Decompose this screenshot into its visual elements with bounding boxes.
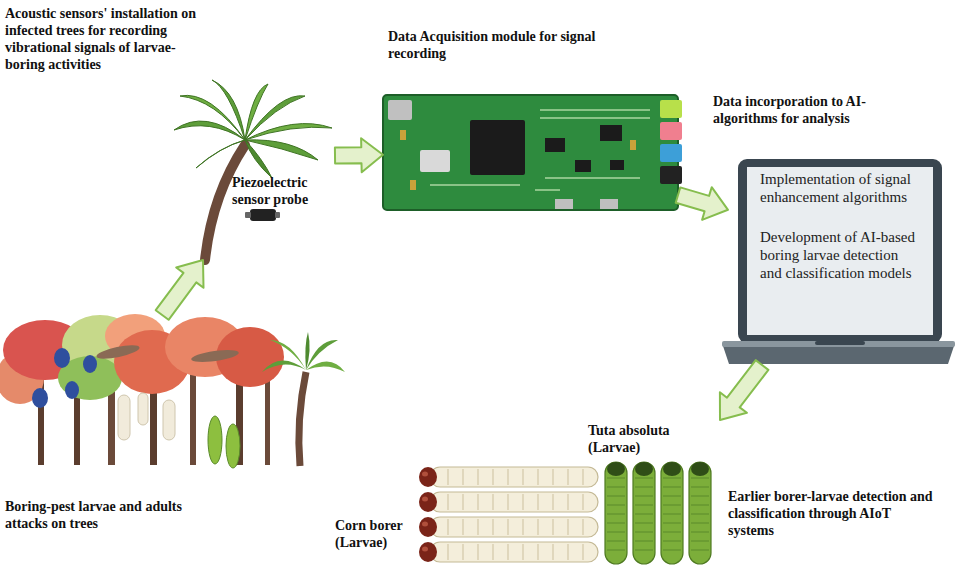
forest-illustration-part [262,360,306,372]
forest-illustration-part [190,365,196,465]
palm-tree-illustration-part [245,140,272,178]
larvae-illustration-part [419,542,598,562]
forest-illustration-part [163,400,175,440]
forest-illustration-part [208,416,222,464]
forest-illustration-part [305,332,309,370]
daq-board-illustration [383,95,682,210]
palm-tree-illustration-part [212,80,245,140]
daq-board-illustration-part [410,180,416,190]
stage-node: Boring-pest larvae and adults attacks on… [0,315,345,470]
daq-board-illustration-part [470,120,525,175]
palm-tree-illustration-part [245,212,251,218]
palm-tree-illustration [174,80,332,260]
daq-board-illustration-part [545,138,565,152]
daq-board-illustration-part [660,100,682,118]
forest-illustration-part [83,355,97,373]
daq-board-illustration-part [660,122,682,140]
stage-label: Data incorporation to AI-algorithms for … [713,93,913,127]
larvae-illustration-part [661,462,683,564]
forest-illustration-part [226,424,240,468]
stage-label: Data Acquisition module for signal recor… [388,28,603,62]
forest-illustration-part [54,348,70,368]
daq-board-illustration-part [383,95,678,210]
stage-node: Acoustic sensors' installation on infect… [170,80,335,260]
daq-board-illustration-part [630,140,636,150]
palm-tree-illustration-part [196,140,245,168]
stage-node: Data Acquisition module for signal recor… [383,95,678,210]
palm-tree-illustration-part [245,124,332,140]
daq-board-illustration-part [660,144,682,162]
larvae-illustration [419,462,711,564]
forest-illustration-part [138,393,148,425]
palm-tree-illustration-part [275,212,280,218]
larvae-illustration-part [419,467,598,487]
stage-label: Acoustic sensors' installation on infect… [5,5,205,73]
daq-board-illustration-part [420,150,450,172]
daq-board-illustration-part [660,166,682,184]
forest-illustration-part [299,372,306,466]
flow-arrow [720,360,769,420]
stage-label: Corn borer (Larvae) [335,517,415,551]
laptop-illustration [722,159,955,364]
daq-board-illustration-part [610,160,624,170]
daq-board-illustration-part [575,160,591,172]
forest-illustration-part [306,361,345,372]
daq-board-illustration-part [430,110,650,190]
laptop-illustration-part [722,341,955,347]
forest-illustration-part [65,381,79,399]
screen-text: Implementation of signal enhancement alg… [760,170,918,206]
laptop-illustration-part [738,159,942,343]
stage-node: Data incorporation to AI-algorithms for … [728,158,955,365]
palm-tree-illustration-part [245,96,305,140]
laptop-illustration-part [747,167,933,335]
stage-label: Tuta absoluta (Larvae) [588,422,698,456]
flow-arrow [676,187,728,220]
larvae-illustration-part [605,462,627,564]
forest-illustration [0,314,345,468]
daq-board-illustration-part [600,199,618,209]
daq-board-illustration-part [600,125,622,141]
larvae-illustration-part [419,492,598,512]
stage-label: Earlier borer-larvae detection and class… [728,488,938,539]
stage-node: Tuta absoluta (Larvae)Corn borer (Larvae… [410,420,720,567]
larvae-illustration-part [633,462,655,564]
forest-illustration-part [265,380,270,465]
flow-arrow [156,260,204,320]
stage-label: Piezoelectric sensor probe [232,174,332,208]
screen-text: Development of AI-based boring larvae de… [760,228,918,282]
forest-illustration-part [118,395,130,440]
forest-illustration-part [191,348,240,365]
palm-tree-illustration-part [174,121,245,140]
daq-board-illustration-part [388,100,412,120]
palm-tree-illustration-part [250,209,276,221]
flow-arrow [335,138,383,172]
forest-illustration-part [270,340,306,370]
palm-tree-illustration-part [180,95,245,140]
forest-illustration-part [32,388,48,408]
daq-board-illustration-part [555,199,573,209]
larvae-illustration-part [689,462,711,564]
stage-label: Boring-pest larvae and adults attacks on… [5,498,195,532]
larvae-illustration-part [419,517,598,537]
forest-illustration-part [95,343,140,362]
laptop-illustration-part [815,341,865,345]
daq-board-illustration-part [400,130,406,140]
